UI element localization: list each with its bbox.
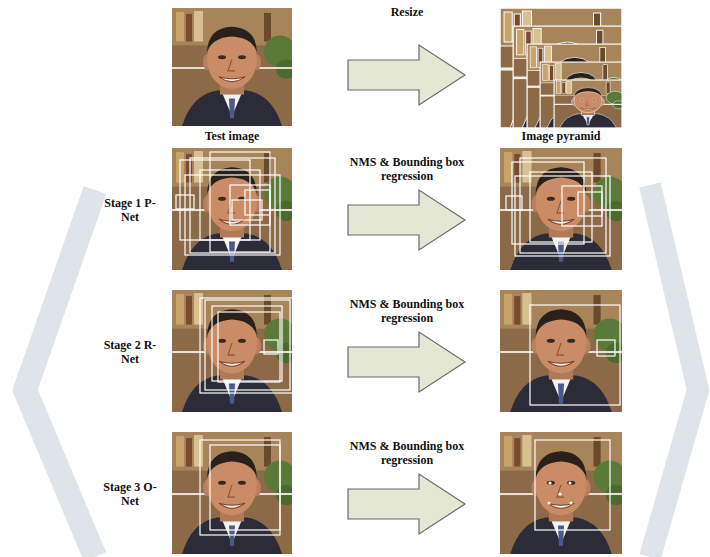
image-caption: Test image <box>172 129 292 143</box>
facial-landmarks <box>547 481 572 504</box>
process-arrow: NMS & Bounding box regression <box>332 440 482 535</box>
block-arrow <box>347 473 467 535</box>
block-arrow <box>348 190 465 250</box>
stage-label: Stage 1 P-Net <box>100 196 160 225</box>
arrow-label: NMS & Bounding box regression <box>332 440 482 468</box>
arrow-label: Resize <box>332 6 482 20</box>
stage-photo <box>500 148 626 270</box>
stage-photo <box>172 290 296 412</box>
arrow-label: NMS & Bounding box regression <box>332 298 482 326</box>
arrow-label: NMS & Bounding box regression <box>332 156 482 184</box>
image-pyramid <box>500 8 626 128</box>
test-photo <box>172 8 296 126</box>
image-caption: Image pyramid <box>496 129 626 143</box>
candidate-boxes <box>176 152 620 535</box>
block-arrow <box>348 332 465 392</box>
background-chevron <box>25 190 95 557</box>
stage-photo <box>172 432 296 554</box>
process-arrow: NMS & Bounding box regression <box>332 298 482 393</box>
block-arrow <box>347 189 467 251</box>
background-chevron <box>650 185 698 557</box>
stage-label: Stage 2 R-Net <box>100 338 160 367</box>
block-arrow <box>348 474 465 534</box>
process-arrow: NMS & Bounding box regression <box>332 156 482 251</box>
stage-photo <box>500 432 626 554</box>
process-arrow: Resize <box>332 6 482 106</box>
stage-photo <box>500 290 626 412</box>
block-arrow <box>347 44 467 106</box>
block-arrow <box>348 45 465 105</box>
block-arrow <box>347 331 467 393</box>
stage-label: Stage 3 O-Net <box>100 480 160 509</box>
stage-photo <box>172 148 296 270</box>
